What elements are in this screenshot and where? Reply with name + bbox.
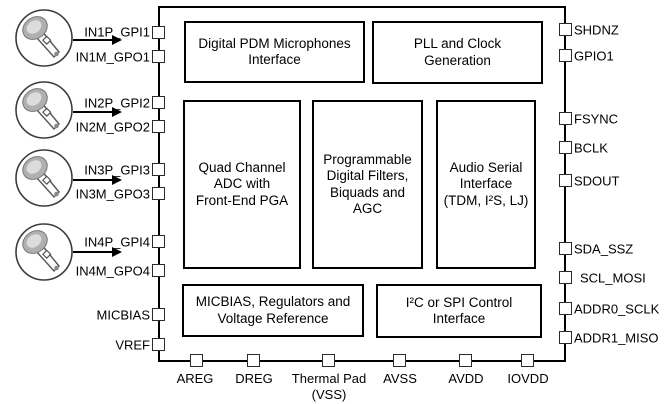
pin-label-in1p-gpi1: IN1P_GPI1 — [84, 24, 150, 40]
pin-square-avss — [393, 354, 406, 367]
pin-label-sdout: SDOUT — [574, 173, 620, 189]
block-pdm-interface: Digital PDM Microphones Interface — [184, 21, 365, 83]
pin-square-in3m-gpo3 — [152, 187, 165, 200]
pin-label-in4m-gpo4: IN4M_GPO4 — [75, 263, 150, 279]
pin-label-iovdd: IOVDD — [507, 371, 549, 386]
block-pdm-interface-label: Digital PDM Microphones Interface — [198, 35, 351, 67]
pin-label-avss: AVSS — [383, 371, 417, 386]
microphone-icon — [15, 223, 73, 281]
pin-square-in2m-gpo2 — [152, 120, 165, 133]
pin-square-bclk — [559, 141, 572, 154]
pin-label-dreg: DREG — [235, 371, 273, 386]
pin-label-scl-mosi: SCL_MOSI — [580, 270, 646, 286]
pin-square-iovdd — [521, 354, 534, 367]
pin-square-sda-ssz — [559, 242, 572, 255]
pin-label-areg: AREG — [176, 371, 214, 386]
pin-square-shdnz — [559, 23, 572, 36]
pin-label-gpio1: GPIO1 — [574, 48, 614, 64]
pin-square-addr0-sclk — [559, 302, 572, 315]
mic-arrow-head — [112, 175, 122, 185]
pin-square-in3p-gpi3 — [152, 163, 165, 176]
pin-label-sda-ssz: SDA_SSZ — [574, 241, 634, 257]
pin-square-scl-mosi — [559, 271, 572, 284]
pin-label-avdd: AVDD — [448, 371, 484, 386]
block-audio-serial-interface-label: Audio Serial Interface (TDM, I²S, LJ) — [443, 160, 529, 208]
pin-label-addr0-sclk: ADDR0_SCLK — [574, 301, 660, 317]
pin-square-in4m-gpo4 — [152, 264, 165, 277]
microphone-icon — [15, 149, 73, 207]
pin-square-fsync — [559, 112, 572, 125]
pin-label-in4p-gpi4: IN4P_GPI4 — [84, 234, 150, 250]
pin-square-vref — [152, 338, 165, 351]
pin-label-shdnz: SHDNZ — [574, 22, 619, 38]
pin-label-in3m-gpo3: IN3M_GPO3 — [75, 186, 150, 202]
pin-square-in4p-gpi4 — [152, 235, 165, 248]
mic-arrow-line — [73, 179, 113, 181]
mic-arrow-line — [73, 111, 113, 113]
pin-square-in1m-gpo1 — [152, 50, 165, 63]
block-digital-filters-label: Programmable Digital Filters, Biquads an… — [323, 152, 412, 216]
pin-square-in2p-gpi2 — [152, 96, 165, 109]
block-micbias-regulators: MICBIAS, Regulators and Voltage Referenc… — [182, 284, 364, 337]
block-pll-clock: PLL and Clock Generation — [372, 21, 543, 84]
microphone-icon — [15, 81, 73, 139]
pin-label-in1m-gpo1: IN1M_GPO1 — [75, 49, 150, 65]
block-quad-adc: Quad Channel ADC with Front-End PGA — [183, 100, 301, 269]
microphone-icon — [15, 9, 73, 67]
pin-square-avdd — [459, 354, 472, 367]
pin-square-gpio1 — [559, 49, 572, 62]
pin-label-in2m-gpo2: IN2M_GPO2 — [75, 119, 150, 135]
pin-square-addr1-miso — [559, 331, 572, 344]
pin-label-in2p-gpi2: IN2P_GPI2 — [84, 95, 150, 111]
block-micbias-regulators-label: MICBIAS, Regulators and Voltage Referenc… — [195, 294, 351, 326]
pin-square-thermal-pad — [322, 354, 335, 367]
pin-square-micbias — [152, 308, 165, 321]
mic-arrow-head — [112, 107, 122, 117]
pin-square-in1p-gpi1 — [152, 26, 165, 39]
pin-label-in3p-gpi3: IN3P_GPI3 — [84, 162, 150, 178]
block-i2c-spi-control: I²C or SPI Control Interface — [376, 284, 542, 338]
pin-label-addr1-miso: ADDR1_MISO — [574, 330, 659, 346]
pin-label-thermal-pad-vss: Thermal Pad (VSS) — [291, 371, 367, 402]
mic-arrow-line — [73, 251, 113, 253]
block-audio-serial-interface: Audio Serial Interface (TDM, I²S, LJ) — [436, 100, 536, 269]
pin-label-vref: VREF — [115, 337, 150, 353]
pin-label-bclk: BCLK — [574, 140, 608, 156]
pin-label-micbias: MICBIAS — [96, 307, 150, 323]
block-pll-clock-label: PLL and Clock Generation — [413, 36, 502, 68]
block-digital-filters: Programmable Digital Filters, Biquads an… — [312, 100, 423, 269]
pin-square-areg — [190, 354, 203, 367]
pin-square-dreg — [247, 354, 260, 367]
mic-arrow-head — [112, 35, 122, 45]
block-i2c-spi-control-label: I²C or SPI Control Interface — [405, 294, 513, 326]
pin-label-fsync: FSYNC — [574, 111, 619, 127]
block-quad-adc-label: Quad Channel ADC with Front-End PGA — [195, 160, 289, 208]
mic-arrow-head — [112, 247, 122, 257]
mic-arrow-line — [73, 39, 113, 41]
pin-square-sdout — [559, 174, 572, 187]
